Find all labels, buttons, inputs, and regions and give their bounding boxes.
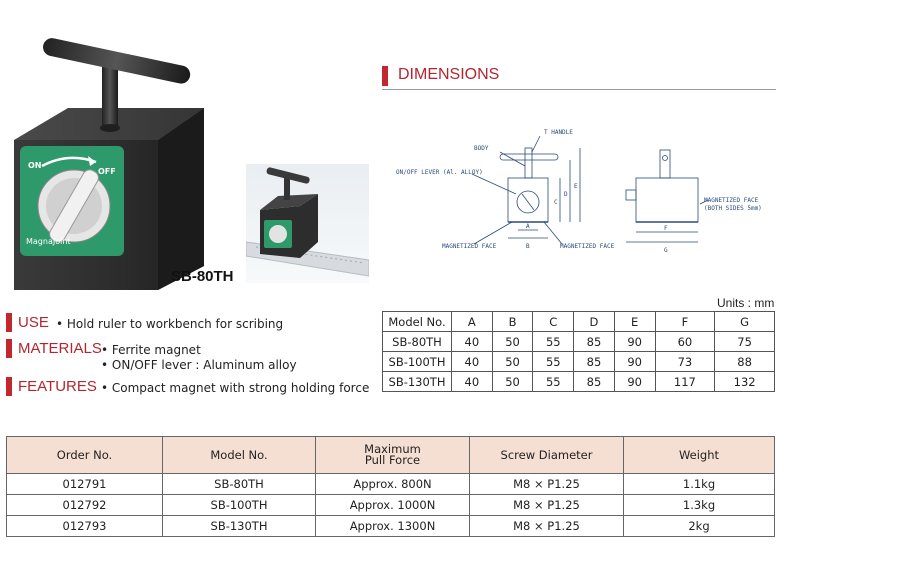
- label-b: B: [526, 243, 530, 250]
- dim-header-c: C: [532, 311, 575, 332]
- dimension-table-header: Model No. A B C D E F G: [382, 311, 775, 332]
- product-photo-main: ON OFF MagnaJoint: [8, 28, 241, 290]
- dim-cell: SB-80TH: [382, 331, 452, 352]
- dim-cell: SB-100TH: [382, 351, 452, 372]
- use-heading: USE: [18, 314, 49, 331]
- label-a: A: [526, 223, 530, 230]
- dim-cell: 40: [451, 351, 493, 372]
- features-text: • Compact magnet with strong holding for…: [101, 381, 370, 395]
- model-no-cell: SB-100TH: [162, 494, 316, 516]
- label-magnetized-face-left: MAGNETIZED FACE: [442, 243, 497, 250]
- weight-cell: 2kg: [623, 515, 775, 537]
- dim-cell: 50: [491, 331, 534, 352]
- pull-force-line-2: Pull Force: [364, 453, 421, 467]
- weight-cell: 1.1kg: [623, 473, 775, 495]
- dim-header-f: F: [654, 311, 716, 332]
- model-no-cell: SB-130TH: [162, 515, 316, 537]
- use-text: • Hold ruler to workbench for scribing: [56, 317, 284, 331]
- dim-cell: 85: [573, 331, 615, 352]
- order-no-cell: 012793: [6, 515, 163, 537]
- screw-cell: M8 × P1.25: [469, 494, 624, 516]
- dimension-drawing: T HANDLE BODY ON/OFF LEVER (Al. ALLOY) M…: [382, 118, 776, 268]
- model-no-cell: SB-80TH: [162, 473, 316, 495]
- table-row: SB-130TH 40 50 55 85 90 117 132: [382, 371, 775, 392]
- photo-logo-text: MagnaJoint: [26, 237, 71, 246]
- dim-cell: 90: [613, 351, 656, 372]
- dim-cell: 40: [451, 331, 493, 352]
- table-row: 012792 SB-100TH Approx. 1000N M8 × P1.25…: [6, 494, 775, 516]
- dim-cell: SB-130TH: [382, 371, 452, 392]
- dimensions-heading-bar: [382, 66, 388, 86]
- dim-cell: 75: [714, 331, 775, 352]
- dim-cell: 85: [573, 351, 615, 372]
- dim-cell: 85: [573, 371, 615, 392]
- screw-cell: M8 × P1.25: [469, 515, 624, 537]
- use-heading-bar: [6, 313, 12, 332]
- table-row: SB-80TH 40 50 55 85 90 60 75: [382, 331, 775, 352]
- photo-on-label: ON: [28, 161, 42, 170]
- dim-cell: 132: [714, 371, 775, 392]
- dim-header-e: E: [613, 311, 656, 332]
- label-magnetized-face-mid: MAGNETIZED FACE: [560, 243, 615, 250]
- dimensions-heading: DIMENSIONS: [398, 66, 500, 83]
- pull-force-cell: Approx. 1000N: [315, 494, 470, 516]
- label-both-sides: (BOTH SIDES 5mm): [704, 205, 762, 212]
- dim-cell: 50: [491, 371, 534, 392]
- pull-force-line-1: Maximum: [364, 442, 421, 456]
- dim-cell: 50: [491, 351, 534, 372]
- order-table-header: Order No. Model No. Maximum Pull Force S…: [6, 436, 775, 474]
- order-header-weight: Weight: [623, 436, 775, 474]
- dim-header-g: G: [714, 311, 775, 332]
- order-header-screw: Screw Diameter: [469, 436, 624, 474]
- pull-force-cell: Approx. 1300N: [315, 515, 470, 537]
- screw-cell: M8 × P1.25: [469, 473, 624, 495]
- dim-header-a: A: [451, 311, 493, 332]
- label-e: E: [574, 183, 578, 190]
- dim-cell: 73: [654, 351, 716, 372]
- label-magnetized-face-right: MAGNETIZED FACE: [704, 197, 759, 204]
- label-t-handle: T HANDLE: [544, 129, 573, 136]
- dim-cell: 117: [654, 371, 716, 392]
- photo-model-caption: SB-80TH: [171, 268, 234, 285]
- materials-heading-bar: [6, 339, 12, 358]
- order-no-cell: 012791: [6, 473, 163, 495]
- dim-cell: 40: [451, 371, 493, 392]
- table-row: SB-100TH 40 50 55 85 90 73 88: [382, 351, 775, 372]
- order-no-cell: 012792: [6, 494, 163, 516]
- materials-text-2: • ON/OFF lever : Aluminum alloy: [101, 358, 297, 372]
- label-g: G: [664, 247, 668, 254]
- dim-cell: 55: [532, 371, 575, 392]
- pull-force-cell: Approx. 800N: [315, 473, 470, 495]
- materials-text-1: • Ferrite magnet: [101, 343, 201, 357]
- dim-cell: 88: [714, 351, 775, 372]
- table-row: 012793 SB-130TH Approx. 1300N M8 × P1.25…: [6, 515, 775, 537]
- label-f: F: [664, 225, 668, 232]
- dim-cell: 90: [613, 371, 656, 392]
- photo-off-label: OFF: [98, 167, 116, 176]
- dim-cell: 55: [532, 351, 575, 372]
- weight-cell: 1.3kg: [623, 494, 775, 516]
- order-header-order-no: Order No.: [6, 436, 163, 474]
- dimensions-heading-rule: [382, 89, 776, 90]
- features-heading: FEATURES: [18, 378, 97, 395]
- units-label: Units : mm: [717, 296, 775, 310]
- label-c: C: [554, 199, 558, 206]
- label-body: BODY: [474, 145, 489, 152]
- order-header-model-no: Model No.: [162, 436, 316, 474]
- materials-heading: MATERIALS: [18, 340, 102, 357]
- dim-cell: 60: [654, 331, 716, 352]
- order-table: Order No. Model No. Maximum Pull Force S…: [6, 436, 775, 537]
- product-photo-in-use: [245, 164, 370, 283]
- label-lever: ON/OFF LEVER (Al. ALLOY): [396, 169, 483, 176]
- order-header-pull-force: Maximum Pull Force: [315, 436, 470, 474]
- table-row: 012791 SB-80TH Approx. 800N M8 × P1.25 1…: [6, 473, 775, 495]
- label-d: D: [564, 191, 568, 198]
- dimension-table: Model No. A B C D E F G SB-80TH 40 50 55…: [382, 311, 775, 392]
- dim-header-b: B: [491, 311, 534, 332]
- dim-cell: 55: [532, 331, 575, 352]
- dim-header-d: D: [573, 311, 615, 332]
- dim-cell: 90: [613, 331, 656, 352]
- features-heading-bar: [6, 377, 12, 396]
- dim-header-model: Model No.: [382, 311, 452, 332]
